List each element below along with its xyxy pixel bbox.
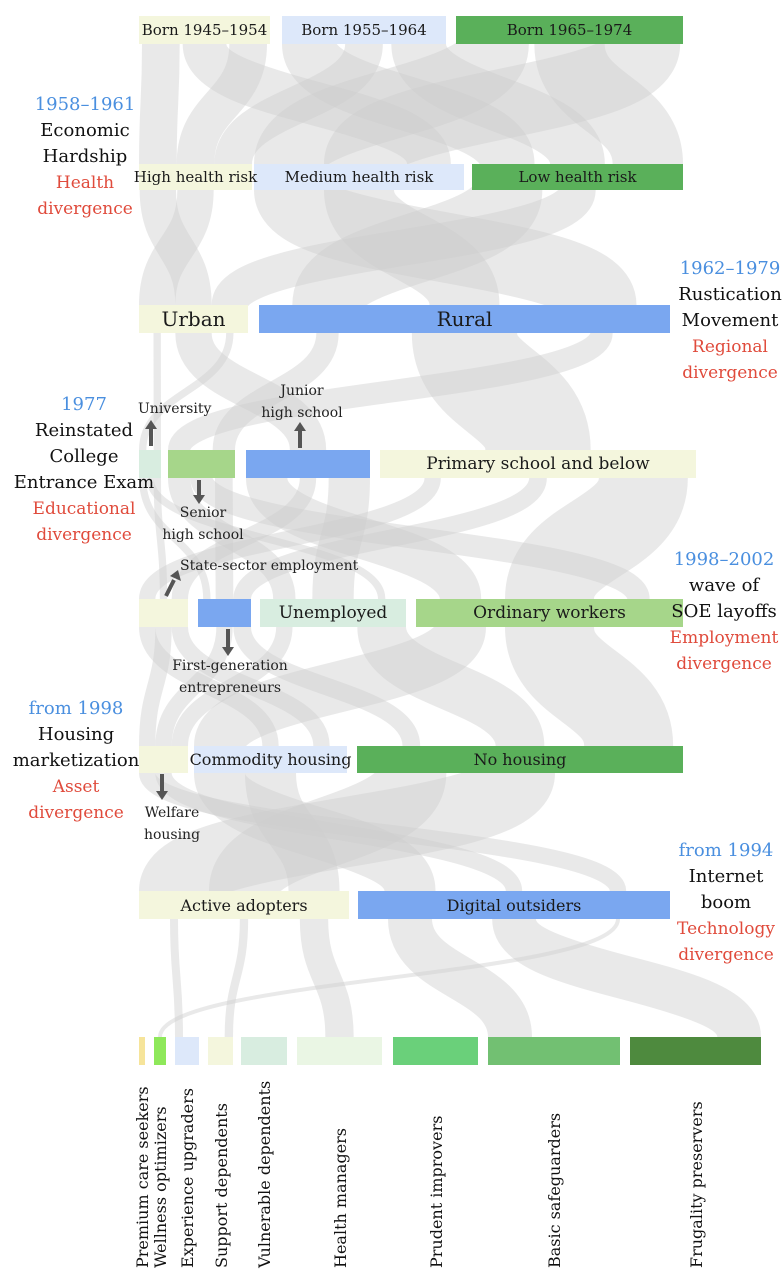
node-bar-jhs (246, 450, 370, 478)
node-bar-o8 (488, 1037, 620, 1065)
node-bar-o9 (630, 1037, 761, 1065)
event-year: 1962–1979 (670, 256, 784, 282)
node-bar-o5 (241, 1037, 287, 1065)
event-year: 1977 (12, 392, 156, 418)
event-name-line: Housing (10, 722, 142, 748)
node-bar-pri (380, 450, 696, 478)
event-name-line: wave of (664, 573, 784, 599)
node-bar-o4 (208, 1037, 233, 1065)
annotation-welfare-housing: Welfare housing (140, 802, 204, 846)
node-bar-wh (139, 746, 188, 773)
annotation-university: University (138, 398, 211, 420)
node-bar-ow (416, 599, 683, 627)
node-bar-sse (139, 599, 188, 627)
node-bar-b65 (456, 16, 683, 44)
flow-link (229, 919, 244, 1037)
node-bar-urban (139, 305, 248, 333)
annotation-line: First-generation (164, 655, 296, 677)
node-bar-shs (168, 450, 235, 478)
node-bar-o1 (139, 1037, 145, 1065)
node-bar-aa (139, 891, 349, 919)
node-bar-b55 (282, 16, 446, 44)
outcome-label-o5: Vulnerable dependents (255, 1081, 274, 1268)
event-name-line: boom (668, 890, 784, 916)
event-divergence-line: divergence (664, 651, 784, 677)
flow-link (333, 478, 349, 599)
outcome-label-o2: Wellness optimizers (151, 1106, 170, 1268)
event-internet-boom: from 1994 Internet boom Technology diver… (668, 838, 784, 968)
event-divergence-line: divergence (670, 360, 784, 386)
node-bar-rural (259, 305, 670, 333)
event-divergence-line: divergence (10, 800, 142, 826)
event-year: 1958–1961 (22, 92, 148, 118)
flow-link (314, 919, 340, 1037)
annotation-line: entrepreneurs (164, 677, 296, 699)
outcome-label-o4: Support dependents (212, 1103, 231, 1268)
event-economic-hardship: 1958–1961 Economic Hardship Health diver… (22, 92, 148, 222)
node-bar-hh (139, 164, 252, 190)
annotation-line: high school (158, 524, 248, 546)
event-rustication-movement: 1962–1979 Rustication Movement Regional … (670, 256, 784, 386)
node-bar-une (260, 599, 406, 627)
node-bar-fge (198, 599, 251, 627)
annotation-line: Senior (158, 502, 248, 524)
outcome-label-o8: Basic safeguarders (545, 1113, 564, 1268)
flow-link (465, 333, 539, 450)
annotation-line: Junior (258, 380, 346, 402)
annotation-line: State-sector employment (180, 558, 358, 574)
event-name-line: Internet (668, 864, 784, 890)
event-divergence-line: Technology (668, 916, 784, 942)
node-bar-ch (194, 746, 347, 773)
annotation-junior-high-school: Junior high school (258, 380, 346, 424)
event-divergence-line: Health (22, 170, 148, 196)
event-name-line: Reinstated (12, 418, 156, 444)
event-name-line: marketization (10, 748, 142, 774)
event-divergence-line: Employment (664, 625, 784, 651)
event-divergence-line: divergence (22, 196, 148, 222)
node-bar-o7 (393, 1037, 478, 1065)
event-housing-marketization: from 1998 Housing marketization Asset di… (10, 696, 142, 826)
node-bar-o3 (175, 1037, 199, 1065)
node-bar-mh (254, 164, 464, 190)
event-year: from 1994 (668, 838, 784, 864)
flow-link (550, 627, 629, 746)
event-divergence-line: Regional (670, 334, 784, 360)
node-bar-b45 (139, 16, 270, 44)
event-divergence-line: Asset (10, 774, 142, 800)
node-bar-nh (357, 746, 683, 773)
outcome-label-o6: Health managers (331, 1128, 350, 1268)
event-college-entrance-exam: 1977 Reinstated College Entrance Exam Ed… (12, 392, 156, 548)
event-name-line: Economic (22, 118, 148, 144)
event-divergence-line: divergence (668, 942, 784, 968)
event-name-line: SOE layoffs (664, 599, 784, 625)
event-name-line: Hardship (22, 144, 148, 170)
annotation-line: housing (140, 824, 204, 846)
event-name-line: Entrance Exam (12, 470, 156, 496)
event-year: from 1998 (10, 696, 142, 722)
event-year: 1998–2002 (664, 547, 784, 573)
outcome-label-o1: Premium care seekers (133, 1086, 152, 1268)
annotation-senior-high-school: Senior high school (158, 502, 248, 546)
annotation-first-generation-entrepreneurs: First-generation entrepreneurs (164, 655, 296, 699)
node-bar-o2 (154, 1037, 166, 1065)
event-divergence-line: divergence (12, 522, 156, 548)
node-bar-o6 (297, 1037, 382, 1065)
outcome-label-o7: Prudent improvers (427, 1116, 446, 1268)
node-bar-lh (472, 164, 683, 190)
event-name-line: Movement (670, 308, 784, 334)
event-divergence-line: Educational (12, 496, 156, 522)
event-name-line: Rustication (670, 282, 784, 308)
node-bar-do (358, 891, 670, 919)
event-soe-layoffs: 1998–2002 wave of SOE layoffs Employment… (664, 547, 784, 677)
outcome-label-o9: Frugality preservers (687, 1101, 706, 1268)
annotation-line: University (138, 401, 211, 417)
annotation-line: Welfare (140, 802, 204, 824)
flow-link (410, 919, 510, 1037)
flow-link (158, 44, 161, 164)
outcome-label-o3: Experience upgraders (178, 1088, 197, 1268)
event-name-line: College (12, 444, 156, 470)
annotation-state-sector-employment: State-sector employment (180, 555, 358, 577)
annotation-line: high school (258, 402, 346, 424)
